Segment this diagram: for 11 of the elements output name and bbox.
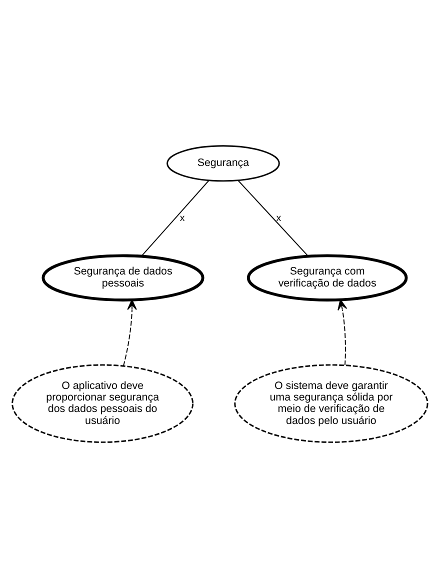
node-ellipse: Segurança de dados pessoais: [42, 254, 204, 302]
node-ellipse: Segurança com verificação de dados: [246, 254, 408, 302]
node-ellipse: O aplicativo deve proporcionar segurança dos dados pessoais do usuário: [12, 364, 194, 443]
arrow: [122, 299, 137, 366]
connector: [238, 180, 309, 257]
edge-label: x: [276, 212, 282, 224]
connector: [140, 180, 210, 257]
node-ellipse: Segurança: [166, 145, 280, 182]
arrow: [338, 299, 348, 366]
edge-label: x: [180, 212, 185, 224]
node-ellipse: O sistema deve garantir uma segurança sólida por meio de verificação de dados pelo usuário: [234, 364, 428, 443]
